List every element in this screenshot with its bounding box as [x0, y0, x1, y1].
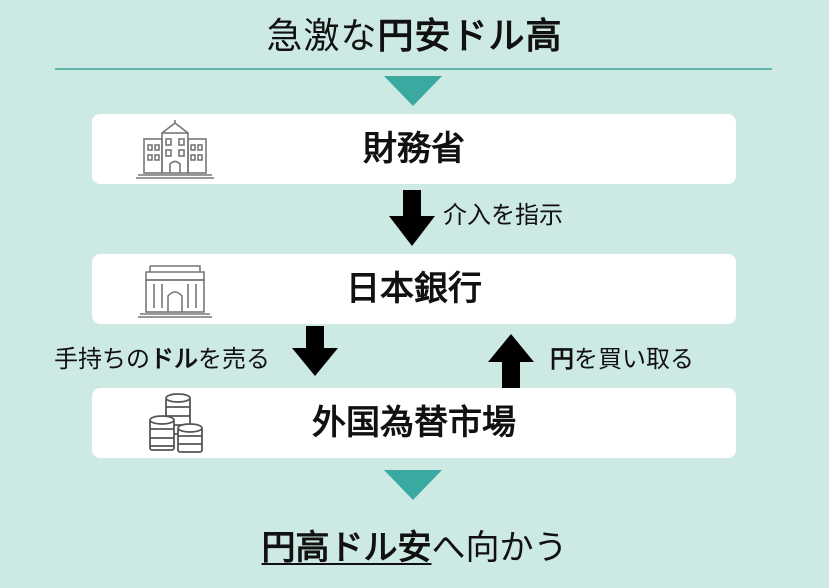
arrow-down-sell	[292, 326, 338, 376]
sell-prefix: 手持ちの	[54, 345, 150, 373]
bottom-triangle-icon	[384, 470, 442, 500]
title-bold: 円安ドル高	[377, 16, 563, 57]
node-label: 外国為替市場	[312, 403, 516, 443]
diagram-result: 円高ドル安へ向かう	[0, 522, 829, 574]
arrow-down-instruct	[389, 190, 435, 246]
sell-suffix: を売る	[198, 345, 270, 373]
government-building-icon	[136, 120, 214, 179]
diagram-title: 急激な円安ドル高	[0, 12, 829, 62]
buy-bold: 円	[550, 345, 574, 373]
result-plain: へ向かう	[431, 528, 568, 568]
node-label: 財務省	[363, 129, 465, 169]
top-triangle-icon	[384, 76, 442, 106]
title-divider	[55, 68, 772, 70]
node-fx-market: 外国為替市場	[92, 388, 736, 458]
bank-icon	[138, 265, 212, 318]
arrow-up-buy	[488, 334, 534, 388]
result-bold: 円高ドル安	[261, 528, 432, 568]
coin-stacks-icon	[149, 393, 203, 453]
buy-suffix: を買い取る	[574, 345, 694, 373]
sell-bold: ドル	[150, 345, 198, 373]
title-plain: 急激な	[266, 16, 378, 57]
edge-label-sell: 手持ちのドルを売る	[54, 344, 270, 374]
node-label: 日本銀行	[346, 269, 482, 309]
edge-label-buy: 円を買い取る	[550, 344, 694, 374]
edge-label-instruct: 介入を指示	[443, 201, 563, 229]
node-ministry-of-finance: 財務省	[92, 114, 736, 184]
node-bank-of-japan: 日本銀行	[92, 254, 736, 324]
